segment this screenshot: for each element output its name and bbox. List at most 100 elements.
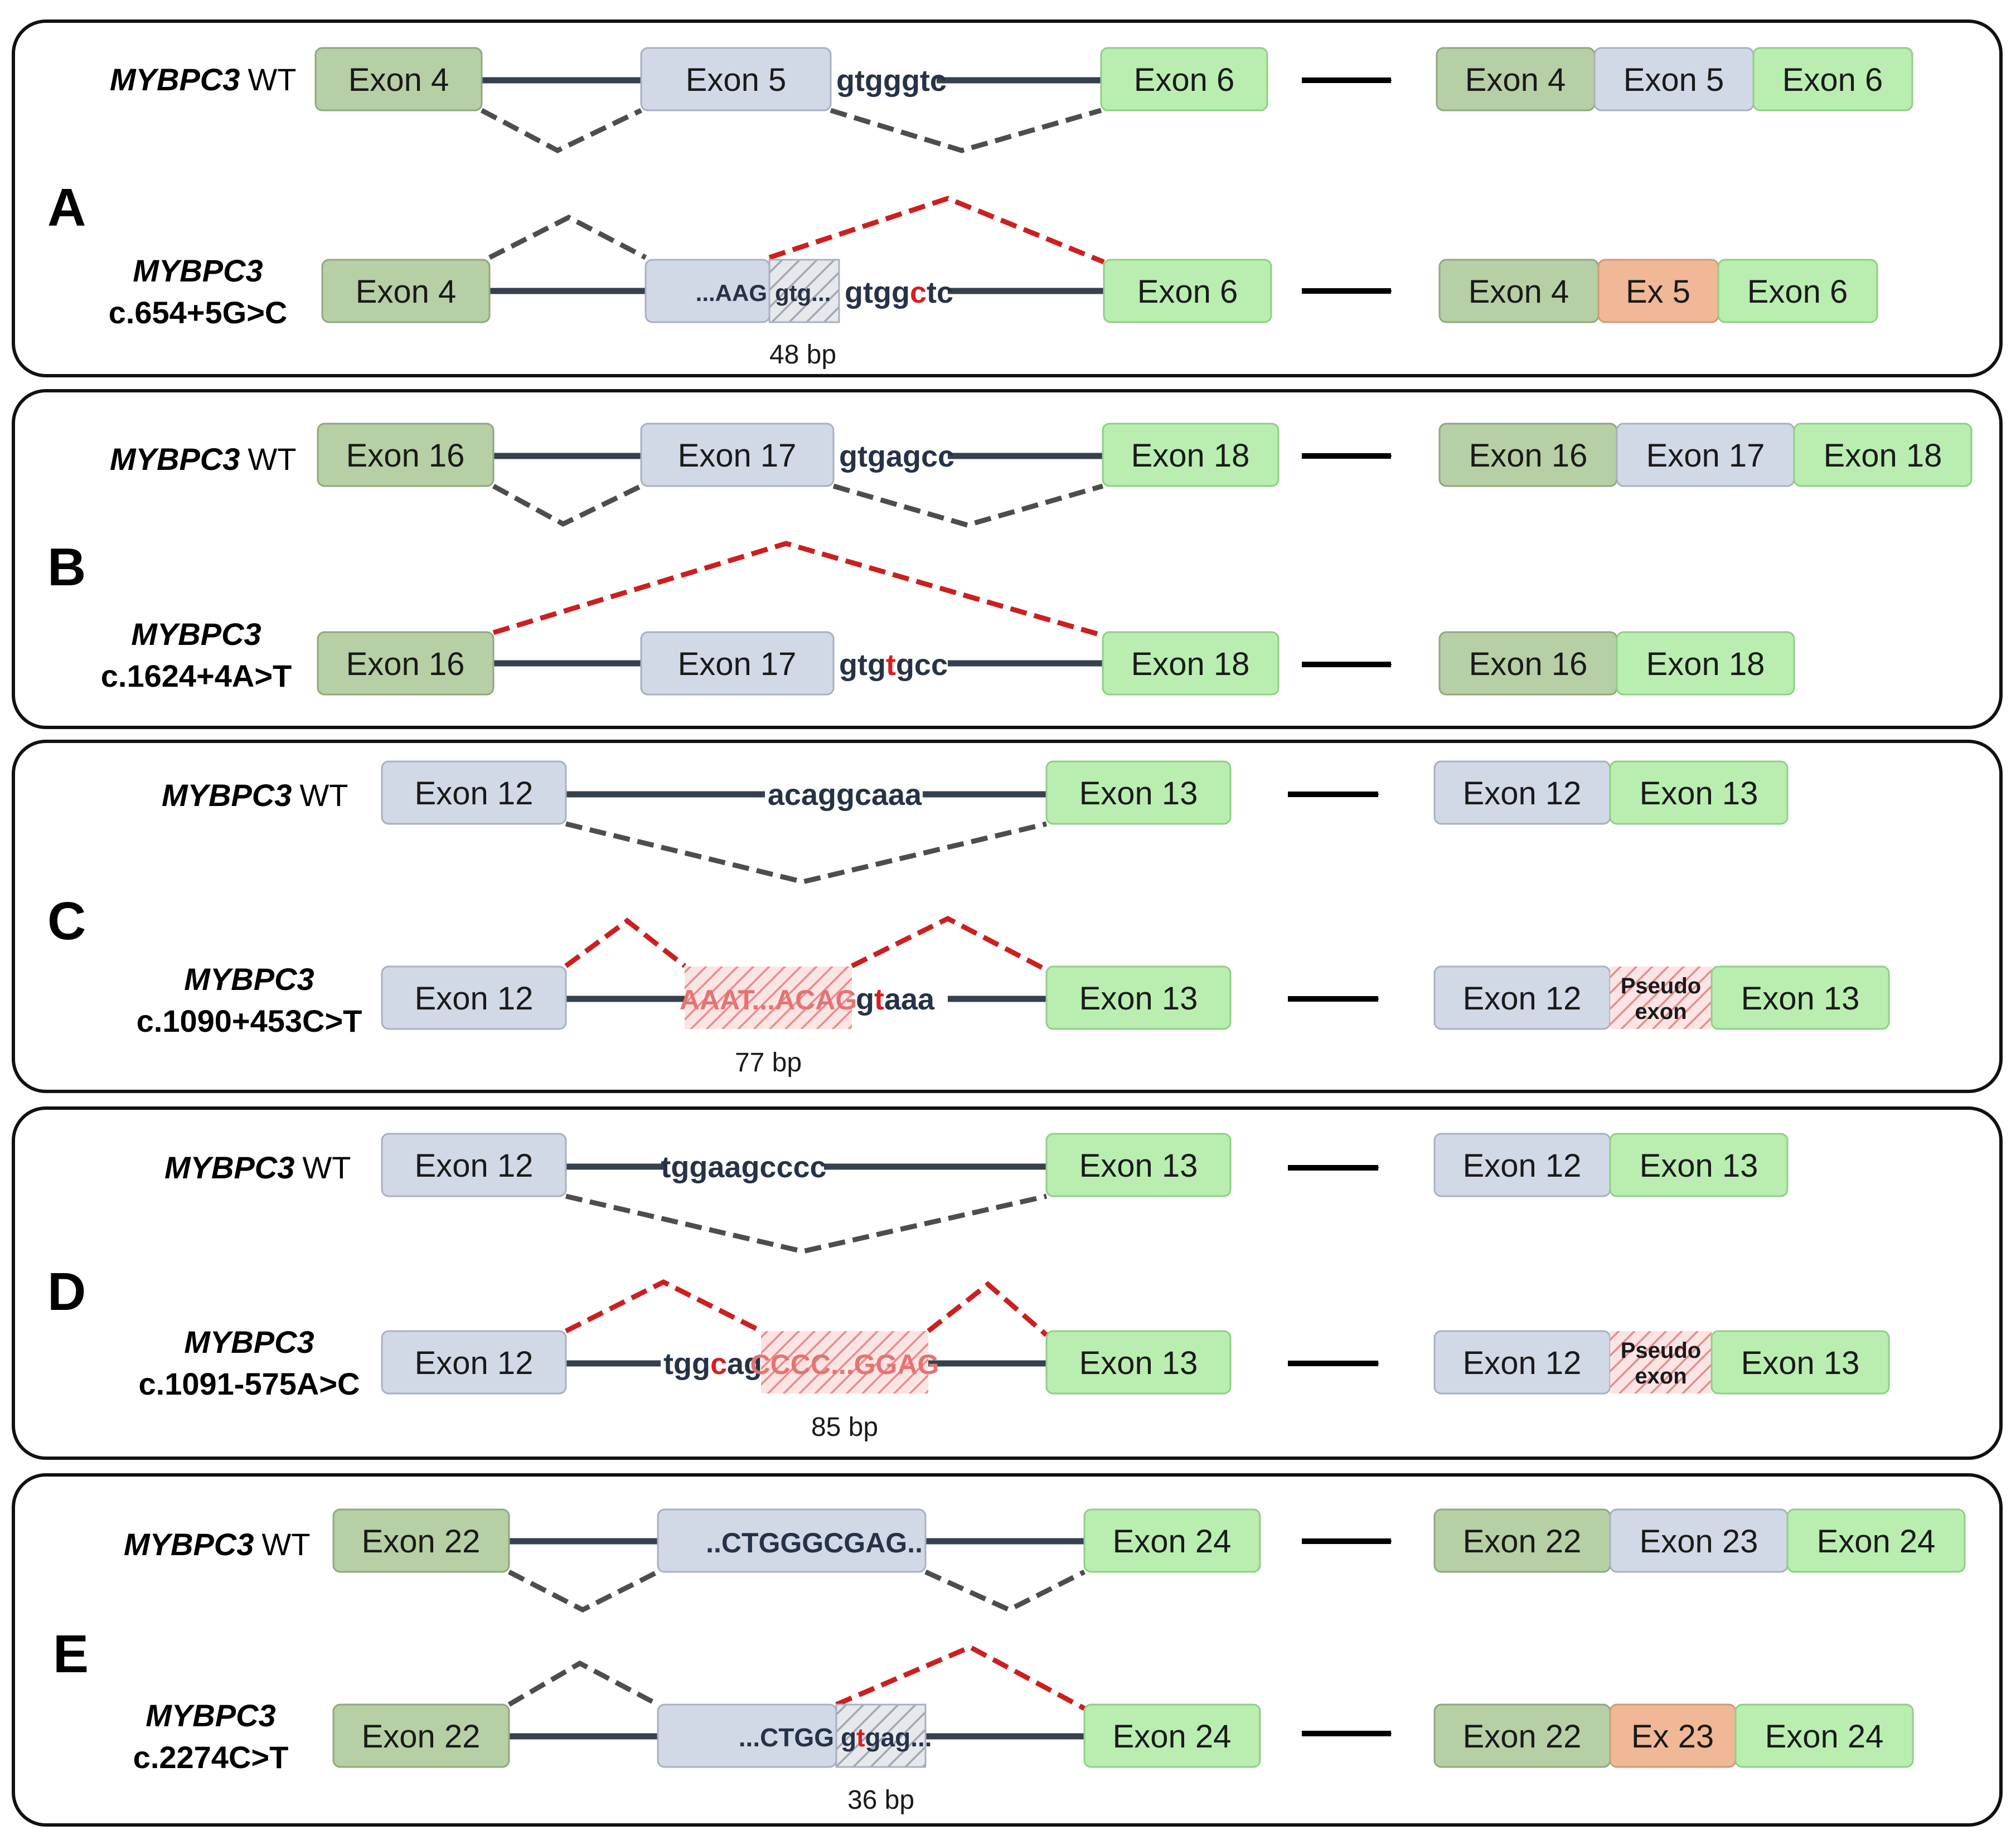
product-label: Exon 24 (1765, 1718, 1884, 1755)
splice-junction (924, 1569, 1086, 1613)
product-label: Exon 12 (1463, 775, 1582, 812)
product-label: Exon 5 (1624, 62, 1724, 98)
mutant-gene-label: MYBPC3 (184, 962, 314, 997)
mutant-gene-label: MYBPC3 (131, 616, 261, 652)
panel-frame-b (12, 389, 2003, 729)
exon-box (657, 1508, 927, 1573)
mutant-sequence: gtgtgcc (839, 648, 948, 682)
product-label: exon (1635, 999, 1687, 1024)
exon-box (1045, 760, 1232, 825)
product-pseudo-exon (1610, 1331, 1712, 1394)
product-label: Exon 12 (1463, 1345, 1582, 1381)
aberrant-splice-junction (564, 917, 686, 968)
aberrant-splice-junction (927, 1281, 1048, 1337)
product-label: Exon 13 (1640, 1148, 1758, 1184)
product-label: Exon 22 (1463, 1523, 1582, 1560)
exon-box (321, 259, 491, 323)
product-exon (1609, 760, 1789, 825)
exon-box (317, 423, 495, 487)
splice-junction (507, 1660, 660, 1707)
product-exon (1609, 1133, 1789, 1197)
mutant-variant-label: c.1090+453C>T (137, 1003, 362, 1038)
product-exon (1710, 1330, 1890, 1395)
exon-sequence: ..CTGGGCGAG.. (706, 1527, 923, 1559)
product-label: Exon 23 (1640, 1523, 1758, 1560)
exon-box (381, 1133, 567, 1197)
exon-label: Exon 4 (356, 274, 457, 310)
exon-label: Exon 24 (1113, 1523, 1232, 1560)
splice-junction (830, 108, 1102, 153)
product-label: Exon 13 (1741, 980, 1860, 1017)
product-label: Exon 24 (1817, 1523, 1936, 1560)
aberrant-splice-junction (768, 196, 1105, 265)
product-label: Exon 18 (1646, 646, 1765, 682)
product-label: Ex 23 (1631, 1718, 1714, 1755)
exon-label: Exon 22 (362, 1718, 481, 1755)
aberrant-splice-junction (835, 1644, 1086, 1711)
aberrant-splice-junction (492, 541, 1104, 638)
exon-label: Exon 24 (1113, 1718, 1232, 1755)
product-label: Exon 16 (1469, 646, 1588, 682)
exon-box (1102, 423, 1280, 487)
pseudo-exon (685, 967, 852, 1029)
exon-label: Exon 13 (1079, 1148, 1198, 1184)
exon-label: Exon 12 (415, 980, 534, 1017)
product-label: Exon 4 (1465, 62, 1566, 98)
retained-exon-segment (835, 1703, 927, 1768)
exon-box (640, 631, 835, 696)
product-label: Exon 12 (1463, 980, 1582, 1017)
exon-label: Exon 12 (415, 1148, 534, 1184)
exon-label: Exon 13 (1079, 1345, 1198, 1381)
exon-label: Exon 5 (686, 62, 787, 98)
exon-box (381, 760, 567, 825)
exon-label: Exon 16 (346, 438, 465, 474)
size-label: 77 bp (735, 1048, 802, 1077)
product-label: Exon 16 (1469, 438, 1588, 474)
product-exon (1752, 47, 1913, 111)
exon-label: Exon 13 (1079, 980, 1198, 1017)
pseudo-exon-sequence: AAAT...ACAG (680, 984, 857, 1016)
splice-junction (832, 483, 1104, 528)
exon-box (1045, 1133, 1232, 1197)
product-exon (1793, 423, 1973, 487)
product-label: Exon 13 (1741, 1345, 1860, 1381)
exon-box (640, 423, 835, 487)
retained-sequence: gtg... (775, 280, 831, 306)
aberrant-splice-junction (851, 915, 1048, 972)
product-label: Exon 6 (1747, 274, 1848, 310)
product-label: Pseudo (1621, 974, 1701, 998)
exon-label: Exon 18 (1131, 646, 1250, 682)
product-exon (1717, 259, 1878, 323)
exon-label: Exon 6 (1137, 274, 1238, 310)
panel-frame-d (12, 1106, 2003, 1460)
intron-sequence: tggaagcccc (661, 1150, 826, 1184)
mutant-variant-label: c.2274C>T (133, 1740, 289, 1775)
splice-junction (492, 483, 642, 527)
product-label: Exon 4 (1469, 274, 1569, 310)
exon-sequence: ...AAG (696, 280, 767, 306)
mutant-sequence: gtgag... (841, 1723, 932, 1752)
exon-label: Exon 17 (678, 438, 797, 474)
product-label: Exon 12 (1463, 1148, 1582, 1184)
exon-box (317, 631, 495, 696)
exon-label: Exon 12 (415, 775, 534, 812)
exon-label: Exon 22 (362, 1523, 481, 1560)
intron-sequence: gtgagcc (839, 440, 954, 473)
exon-sequence: ...CTGG (739, 1723, 834, 1752)
panel-letter-e: E (53, 1624, 89, 1684)
mutant-gene-label: MYBPC3 (133, 253, 263, 288)
panel-letter-a: A (47, 178, 86, 237)
retained-intron-segment (768, 259, 840, 323)
exon-label: Exon 12 (415, 1345, 534, 1381)
exon-box (1083, 1703, 1261, 1768)
mutant-sequence: gtaaa (856, 983, 935, 1016)
